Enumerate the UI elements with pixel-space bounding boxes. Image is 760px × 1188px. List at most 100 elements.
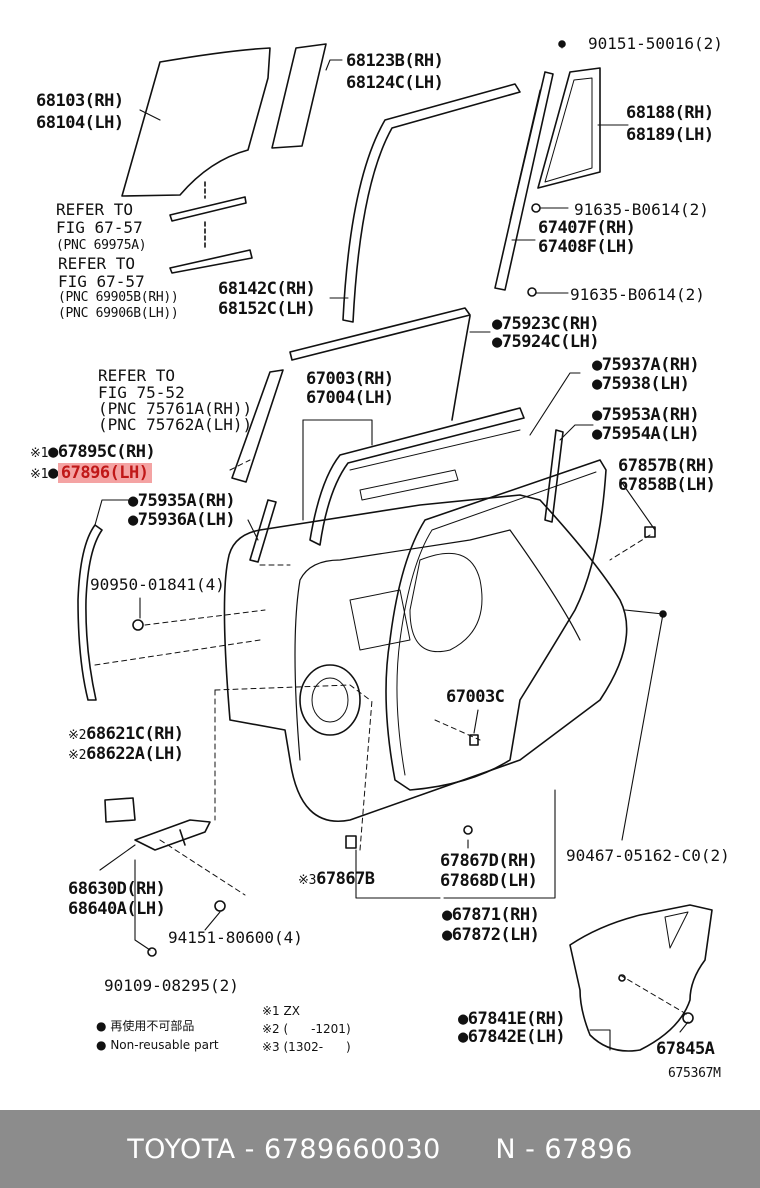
ref-3-line3: (PNC 75761A(RH)) [98,399,253,418]
label-67004: 67004(LH) [306,388,394,408]
label-67408: 67408F(LH) [538,237,636,257]
label-67407: 67407F(RH) [538,218,636,238]
label-68152: 68152C(LH) [218,299,316,319]
window-run-channel [342,83,521,323]
label-67872: ●67872(LH) [442,925,540,945]
ref-3-line4: (PNC 75762A(LH)) [98,415,253,434]
label-68103: 68103(RH) [36,91,124,111]
label-75953: ●75953A(RH) [592,405,700,425]
service-hole-cover [569,904,713,1052]
label-67842: ●67842E(LH) [458,1027,566,1047]
pillar-seal [77,524,103,701]
footer-part-number: 6789660030 [264,1133,441,1165]
label-90467: 90467-05162-C0(2) [566,846,730,865]
label-67857: 67857B(RH) [618,456,716,476]
non-reusable-bullet: ● [48,442,58,462]
diagram-id: 675367M [668,1066,721,1081]
non-reusable-bullet: ● [592,374,602,394]
non-reusable-bullet: ● [128,491,138,511]
ref-2-line3: (PNC 69905B(RH)) [58,290,179,305]
ref-1-line2: FIG 67-57 [56,218,143,237]
top-weatherstrip [289,307,471,421]
pillar-garnish [231,369,284,563]
non-reusable-bullet: ● [442,905,452,925]
non-reusable-bullet: ● [458,1027,468,1047]
label-68630: 68630D(RH) [68,879,166,899]
label-90151: 90151-50016(2) [588,34,723,53]
ref-2-line2: FIG 67-57 [58,272,145,291]
label-67003: 67003(RH) [306,369,394,389]
fasteners [132,40,694,1024]
label-67867d: 67867D(RH) [440,851,538,871]
dashed-guides [94,459,689,1016]
hinge-assembly [104,797,211,851]
quarter-glass [537,67,601,189]
label-67871: ●67871(RH) [442,905,540,925]
label-67858: 67858B(LH) [618,475,716,495]
rear-run-channel [494,71,554,291]
label-68104: 68104(LH) [36,113,124,133]
label-90950: 90950-01841(4) [90,575,225,594]
door-exploded-view [77,40,713,1052]
label-68621: ※268621C(RH) [68,724,184,744]
label-75923: ●75923C(RH) [492,314,600,334]
label-67896: ※1●67896(LH) [30,463,152,484]
label-67003c: 67003C [446,687,505,707]
ref-2-line1: REFER TO [58,254,136,273]
label-90109: 90109-08295(2) [104,976,239,995]
label-68124: 68124C(LH) [346,73,444,93]
leader-lines [94,43,689,1051]
ref-3-line1: REFER TO [98,366,176,385]
non-reusable-bullet: ● [492,332,502,352]
highlighted-part-number[interactable]: 67896(LH) [57,463,152,483]
label-75935: ●75935A(RH) [128,491,236,511]
door-window-frame [309,407,525,546]
non-reusable-bullet: ● [592,424,602,444]
legend-note-3: ※3 (1302- ) [262,1040,351,1054]
parts-diagram: 68103(RH) 68104(LH) 68123B(RH) 68124C(LH… [30,34,730,1081]
label-75924: ●75924C(LH) [492,332,600,352]
non-reusable-bullet: ● [96,1038,107,1052]
label-68142: 68142C(RH) [218,279,316,299]
footer-brand: TOYOTA [127,1133,236,1165]
non-reusable-bullet: ● [96,1019,107,1033]
label-67845: 67845A [656,1039,715,1059]
non-reusable-bullet: ● [442,925,452,945]
label-91635-a: 91635-B0614(2) [574,200,709,219]
label-68123: 68123B(RH) [346,51,444,71]
label-67868d: 67868D(LH) [440,871,538,891]
rear-seal [544,429,564,523]
non-reusable-bullet: ● [48,463,58,483]
belt-moulding [169,196,253,274]
non-reusable-bullet: ● [128,510,138,530]
footer-bar: TOYOTA - 6789660030 N - 67896 [0,1110,760,1188]
non-reusable-bullet: ● [492,314,502,334]
ref-1-line3: (PNC 69975A) [56,238,147,253]
label-67841: ●67841E(RH) [458,1009,566,1029]
ref-3-line2: FIG 75-52 [98,383,185,402]
door-glass [121,43,327,199]
legend-jp: ● 再使用不可部品 [96,1019,195,1033]
non-reusable-bullet: ● [458,1009,468,1029]
legend-note-1: ※1 ZX [262,1004,300,1018]
non-reusable-bullet: ● [592,405,602,425]
non-reusable-bullet: ● [592,355,602,375]
label-75936: ●75936A(LH) [128,510,236,530]
label-67895: ※1●67895C(RH) [30,442,156,462]
label-67867: ※367867B [298,869,375,889]
label-75954: ●75954A(LH) [592,424,700,444]
label-75938: ●75938(LH) [592,374,690,394]
label-75937: ●75937A(RH) [592,355,700,375]
label-68188: 68188(RH) [626,103,714,123]
ref-2-line4: (PNC 69906B(LH)) [58,306,179,321]
label-68189: 68189(LH) [626,125,714,145]
label-94151: 94151-80600(4) [168,928,303,947]
ref-1-line1: REFER TO [56,200,134,219]
door-weatherstrip [385,459,607,791]
legend-note-2: ※2 ( -1201) [262,1022,351,1036]
label-91635-b: 91635-B0614(2) [570,285,705,304]
legend-en: ● Non-reusable part [96,1038,219,1052]
door-panel [223,494,628,822]
label-68640: 68640A(LH) [68,899,166,919]
footer-ref: N - 67896 [495,1133,633,1165]
